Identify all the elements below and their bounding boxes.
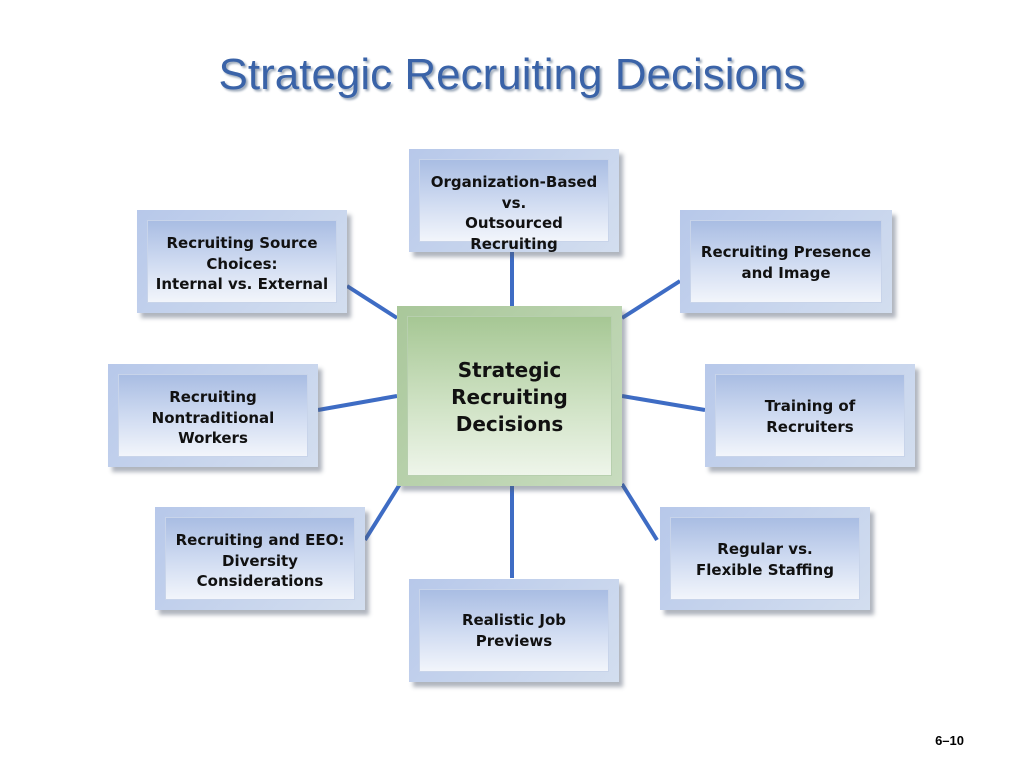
node-staffing: Regular vs. Flexible Staffing	[660, 507, 870, 610]
connector-source	[345, 284, 399, 320]
node-org: Organization-Based vs. Outsourced Recrui…	[409, 149, 619, 253]
node-label-eeo: Recruiting and EEO: Diversity Considerat…	[165, 517, 355, 600]
center-node-label: Strategic Recruiting Decisions	[407, 316, 612, 476]
node-eeo: Recruiting and EEO: Diversity Considerat…	[155, 507, 365, 610]
connector-eeo	[363, 482, 402, 542]
node-label-presence: Recruiting Presence and Image	[690, 220, 882, 303]
node-label-staffing: Regular vs. Flexible Staffing	[670, 517, 860, 600]
node-source: Recruiting Source Choices: Internal vs. …	[137, 210, 347, 313]
connector-training	[621, 394, 706, 412]
page-number: 6–10	[935, 733, 964, 748]
center-node: Strategic Recruiting Decisions	[397, 306, 622, 486]
connector-presence	[620, 279, 682, 320]
slide-title: Strategic Recruiting Decisions	[218, 50, 806, 99]
node-label-previews: Realistic Job Previews	[419, 589, 609, 672]
node-training: Training of Recruiters	[705, 364, 915, 467]
node-label-training: Training of Recruiters	[715, 374, 905, 457]
node-nontrad: Recruiting Nontraditional Workers	[108, 364, 318, 467]
node-presence: Recruiting Presence and Image	[680, 210, 892, 313]
node-label-nontrad: Recruiting Nontraditional Workers	[118, 374, 308, 457]
node-label-source: Recruiting Source Choices: Internal vs. …	[147, 220, 337, 303]
node-label-org: Organization-Based vs. Outsourced Recrui…	[419, 159, 609, 253]
connector-staffing	[620, 482, 659, 542]
connector-nontrad	[317, 394, 398, 412]
node-previews: Realistic Job Previews	[409, 579, 619, 682]
